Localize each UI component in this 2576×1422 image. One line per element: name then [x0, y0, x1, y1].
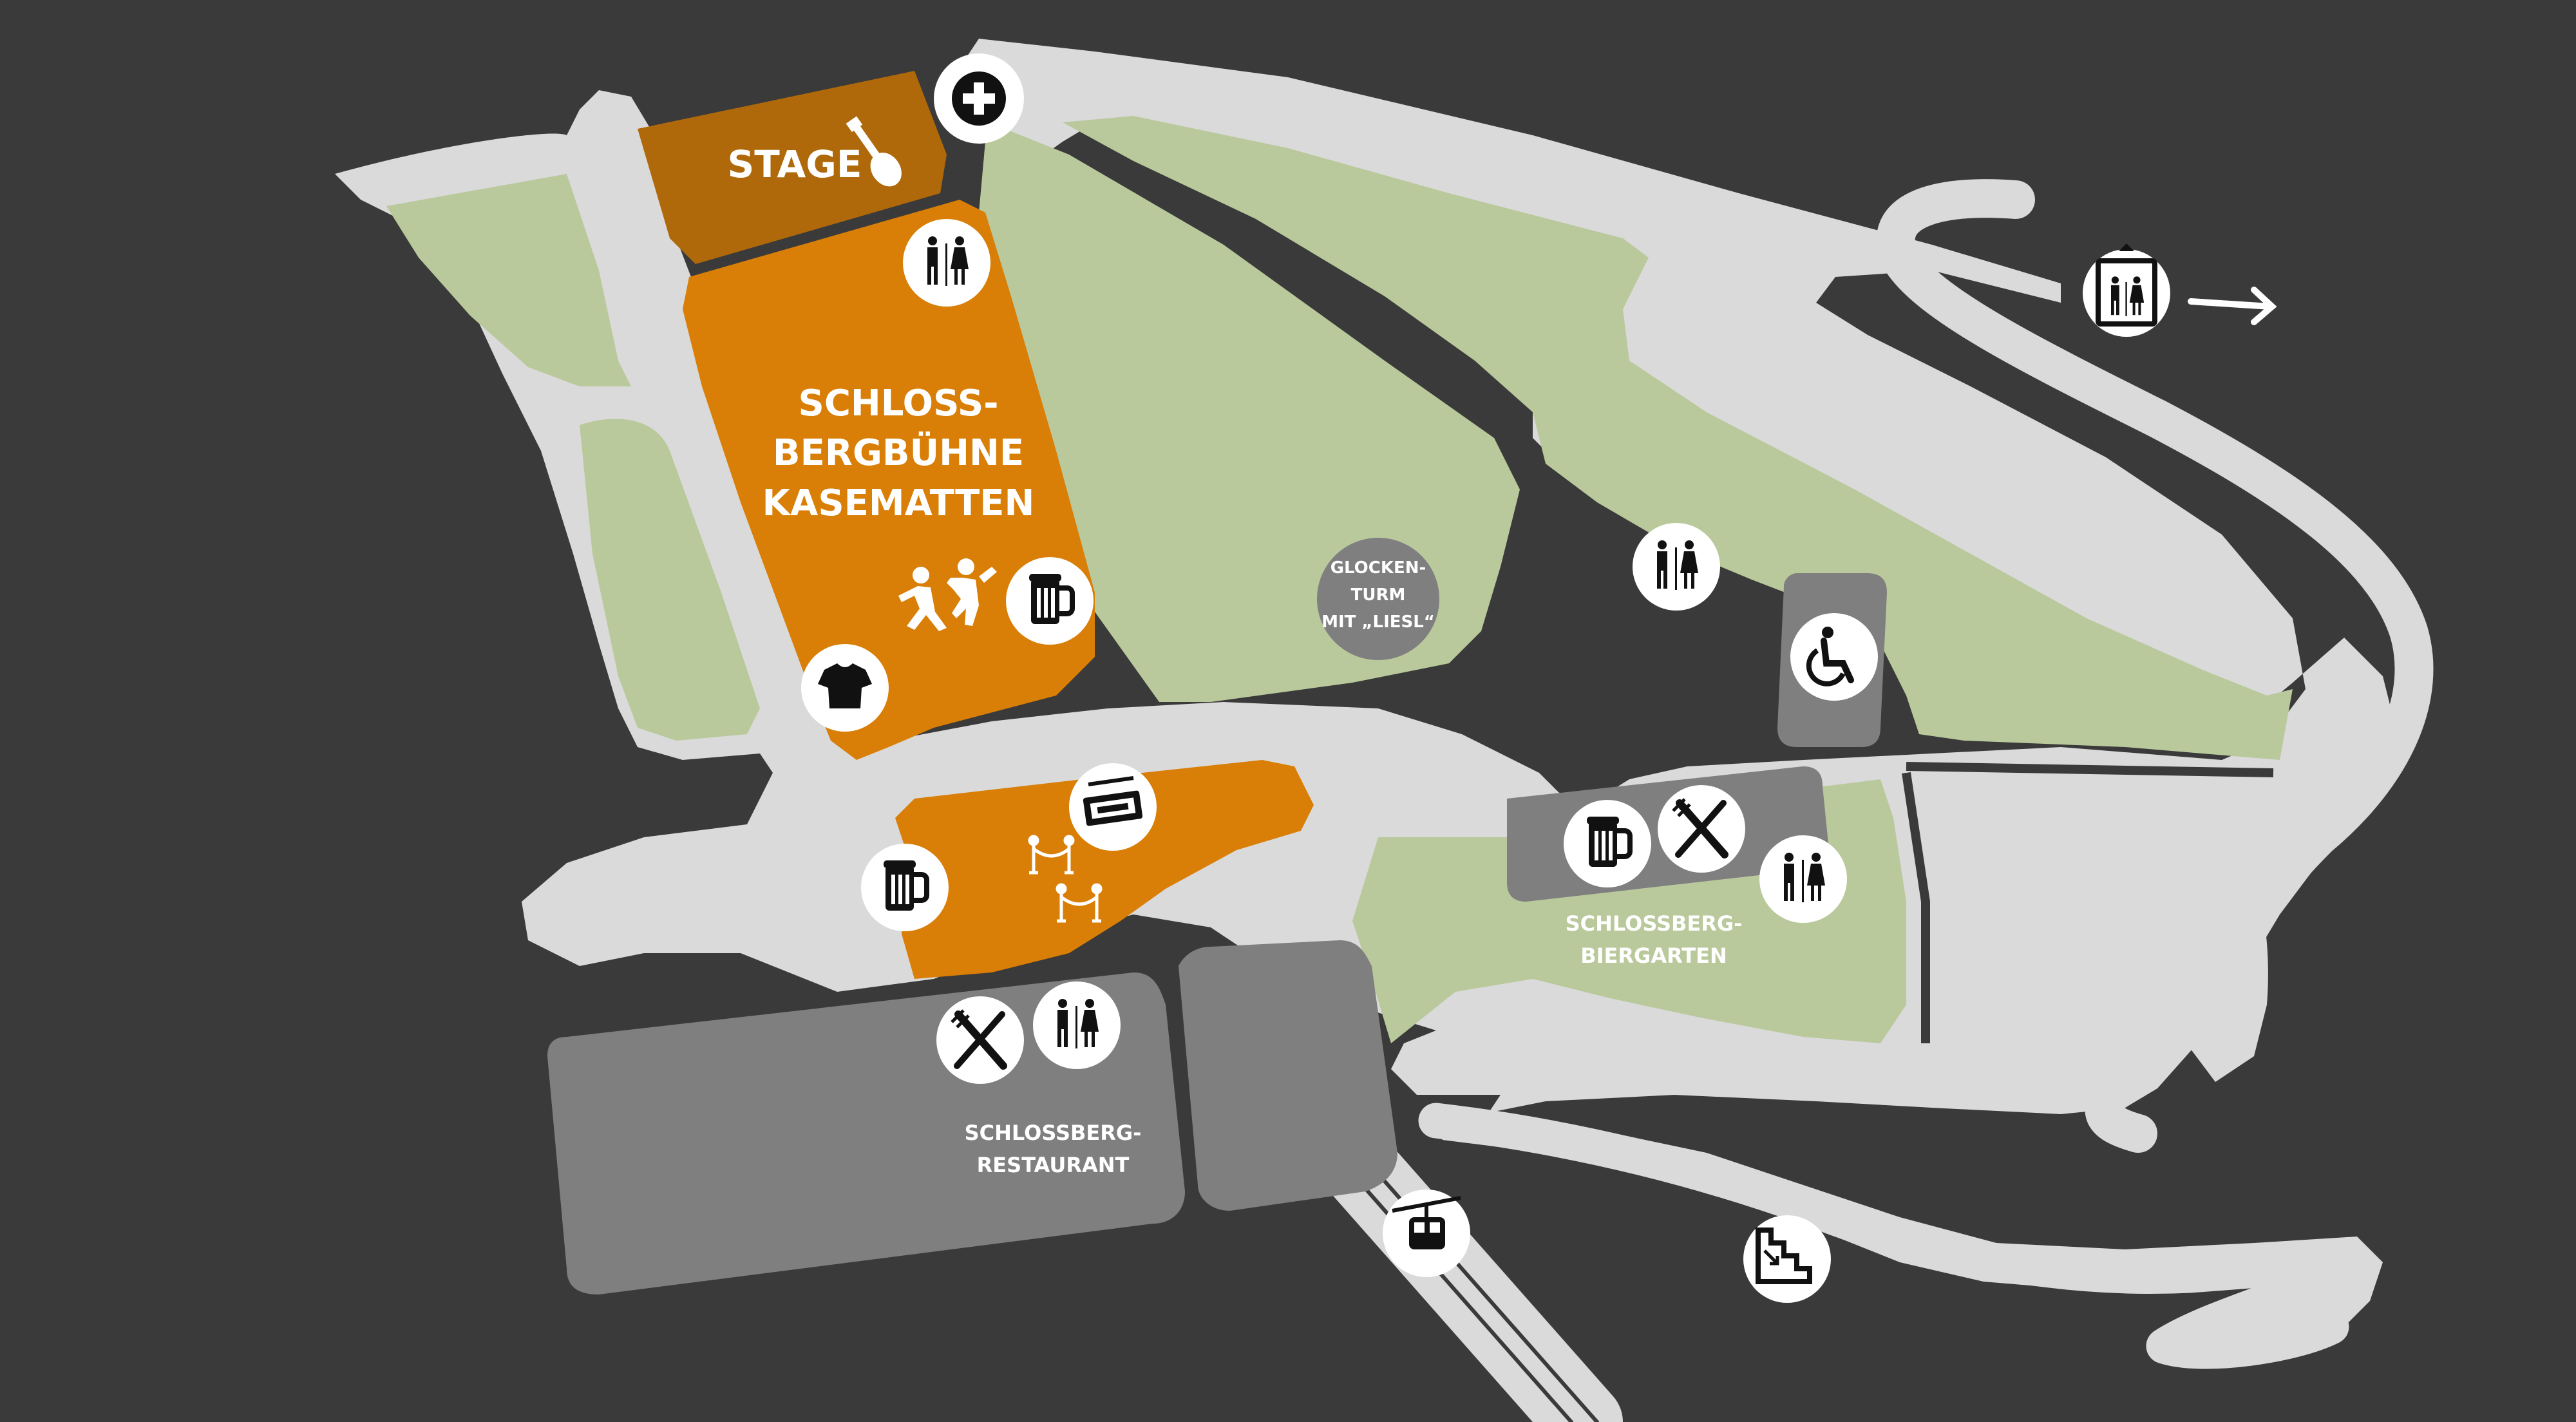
grass-northwest	[386, 174, 631, 386]
grass-borders	[1902, 762, 2274, 1043]
cable-car-icon[interactable]	[1383, 1190, 1470, 1277]
green-areas	[386, 116, 2293, 1043]
guitar-icon	[846, 116, 902, 187]
lower-path	[1418, 1103, 2362, 1369]
grass-northeast	[1063, 116, 2293, 760]
biergarten-label-line2: BIERGARTEN	[1580, 943, 1727, 968]
toilets-icon[interactable]	[1633, 523, 1720, 611]
restaurant-icon[interactable]	[1658, 785, 1745, 873]
restaurant-annex	[1179, 940, 1397, 1211]
first-aid-icon[interactable]	[934, 53, 1024, 144]
map-labels: STAGE SCHLOSS- BERGBÜHNE KASEMATTEN GLOC…	[728, 142, 1743, 1177]
elevator-icon[interactable]	[2083, 243, 2170, 337]
kasematten-label-line3: KASEMATTEN	[762, 482, 1035, 524]
kasematten-label-line2: BERGBÜHNE	[773, 432, 1024, 474]
biergarten-label-line1: SCHLOSSBERG-	[1566, 911, 1743, 936]
venue-buildings	[638, 71, 1314, 979]
glockenturm-label-line3: MIT „LIESL“	[1321, 612, 1435, 632]
arrow-right-icon	[2188, 287, 2277, 325]
stage-label: STAGE	[728, 142, 862, 186]
toilets-icon[interactable]	[1033, 981, 1121, 1069]
ticket-area	[895, 760, 1314, 979]
stairs-icon[interactable]	[1743, 1215, 1831, 1303]
beer-icon[interactable]	[861, 844, 949, 931]
glockenturm-label-line2: TURM	[1351, 585, 1406, 605]
toilets-icon[interactable]	[903, 219, 990, 307]
kasematten-building	[683, 200, 1095, 760]
toilets-icon[interactable]	[1759, 835, 1847, 923]
restaurant-label-line1: SCHLOSSBERG-	[965, 1121, 1142, 1145]
stage-building	[638, 71, 947, 264]
restaurant-icon[interactable]	[936, 996, 1024, 1084]
beer-icon[interactable]	[1564, 800, 1651, 887]
wheelchair-icon[interactable]	[1790, 613, 1878, 701]
tickets-icon[interactable]	[1069, 763, 1157, 851]
crowd-barrier-icon	[1028, 835, 1103, 923]
merchandise-icon[interactable]	[801, 644, 889, 732]
winding-path	[1876, 179, 2434, 1153]
glockenturm-tower	[1317, 538, 1439, 660]
kasematten-label-line1: SCHLOSS-	[799, 383, 999, 424]
glockenturm-label-line1: GLOCKEN-	[1331, 558, 1426, 578]
dancers-icon	[898, 558, 997, 631]
grass-west	[580, 419, 760, 741]
beer-icon[interactable]	[1006, 557, 1094, 645]
restaurant-label-line2: RESTAURANT	[977, 1153, 1130, 1177]
restaurant-building	[547, 972, 1185, 1294]
